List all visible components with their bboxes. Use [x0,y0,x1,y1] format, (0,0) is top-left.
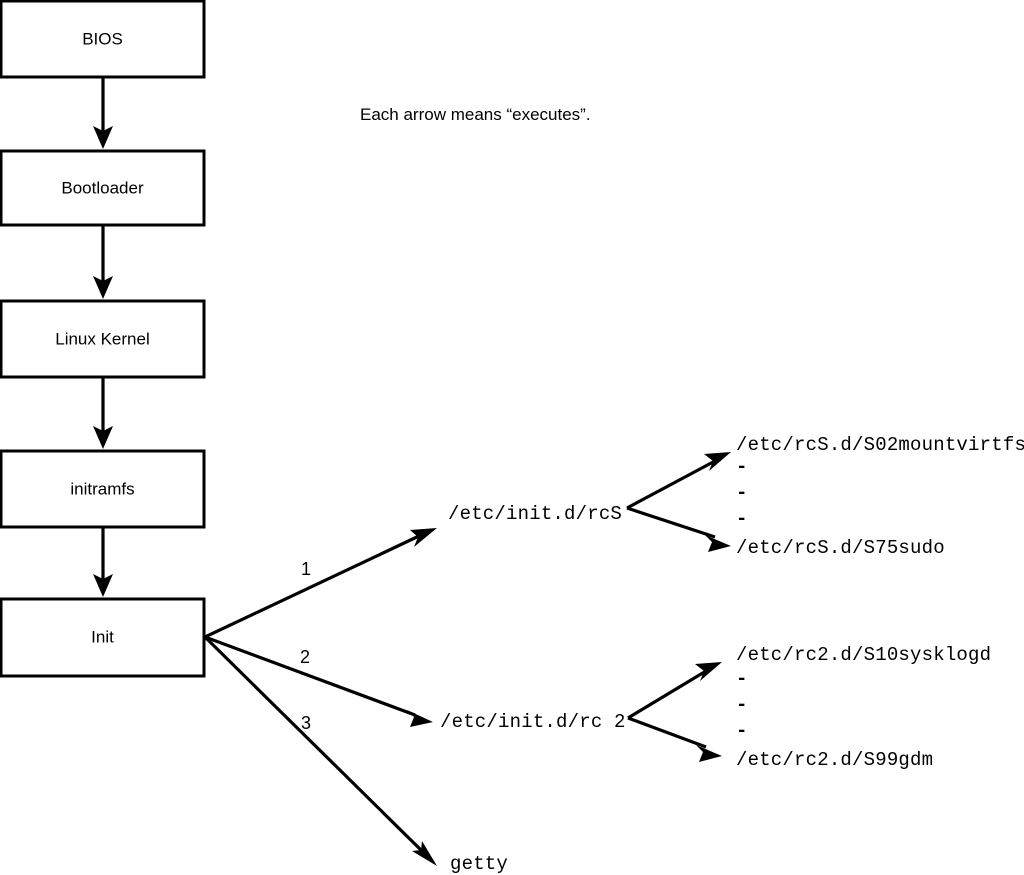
arrow-kernel-to-initramfs [93,377,113,449]
script-label-rc2: /etc/init.d/rc 2 [440,711,626,733]
stage-box-bios[interactable]: BIOS [0,0,206,79]
arrow-initramfs-to-init [93,527,113,597]
box-label-linux-kernel: Linux Kernel [55,329,150,348]
arrow-init-to-getty [203,635,437,866]
branch-number-3: 3 [301,713,311,733]
script-label-getty: getty [450,853,508,875]
rc2-ellipsis-dot-2: - [736,694,747,716]
rcs-ellipsis-dot-1: - [736,456,747,478]
box-label-initramfs: initramfs [70,479,134,498]
rc2-target-last: /etc/rc2.d/S99gdm [736,749,933,771]
rc2-ellipsis-dot-1: - [736,668,747,690]
stage-box-linux-kernel[interactable]: Linux Kernel [0,299,206,379]
stage-box-bootloader[interactable]: Bootloader [0,149,206,227]
rcs-target-last: /etc/rcS.d/S75sudo [736,537,945,559]
box-outline-bios [0,0,206,79]
arrow-bios-to-bootloader [93,77,113,149]
box-outline-init [0,597,206,678]
arrowhead-down-icon [93,426,113,449]
box-outline-bootloader [0,149,206,227]
branch-number-1: 1 [301,559,311,579]
rcs-ellipsis-dot-3: - [736,508,747,530]
script-label-rcs: /etc/init.d/rcS [448,503,622,525]
box-label-init: Init [91,627,114,646]
arrow-init-to-rc2 [204,635,433,727]
arrowhead-diagonal-icon [410,528,437,547]
rc2-ellipsis-dot-3: - [736,720,747,742]
arrowhead-diagonal-icon [704,452,731,471]
rcs-ellipsis-dot-2: - [736,482,747,504]
stage-box-init[interactable]: Init [0,597,206,678]
box-outline-initramfs [0,449,206,529]
box-label-bootloader: Bootloader [61,178,144,197]
arrowhead-diagonal-icon [695,662,722,681]
arrowhead-diagonal-icon [407,710,433,727]
arrowhead-down-icon [93,276,113,299]
rcs-target-first: /etc/rcS.d/S02mountvirtfs [736,434,1024,456]
arrowhead-diagonal-icon [705,535,731,552]
arrowhead-diagonal-icon [696,745,722,762]
fanout-rc2 [627,662,722,762]
rc2-target-first: /etc/rc2.d/S10sysklogd [736,644,991,666]
branch-number-2: 2 [300,647,310,667]
arrowhead-down-icon [93,574,113,597]
arrow-bootloader-to-kernel [93,225,113,299]
arrowhead-down-icon [93,126,113,149]
arrow-init-to-rcs [204,528,437,639]
box-label-bios: BIOS [82,29,123,48]
stage-box-initramfs[interactable]: initramfs [0,449,206,529]
arrowhead-diagonal-icon [412,841,437,866]
caption-text: Each arrow means “executes”. [360,105,591,124]
fanout-rcs [626,452,731,552]
